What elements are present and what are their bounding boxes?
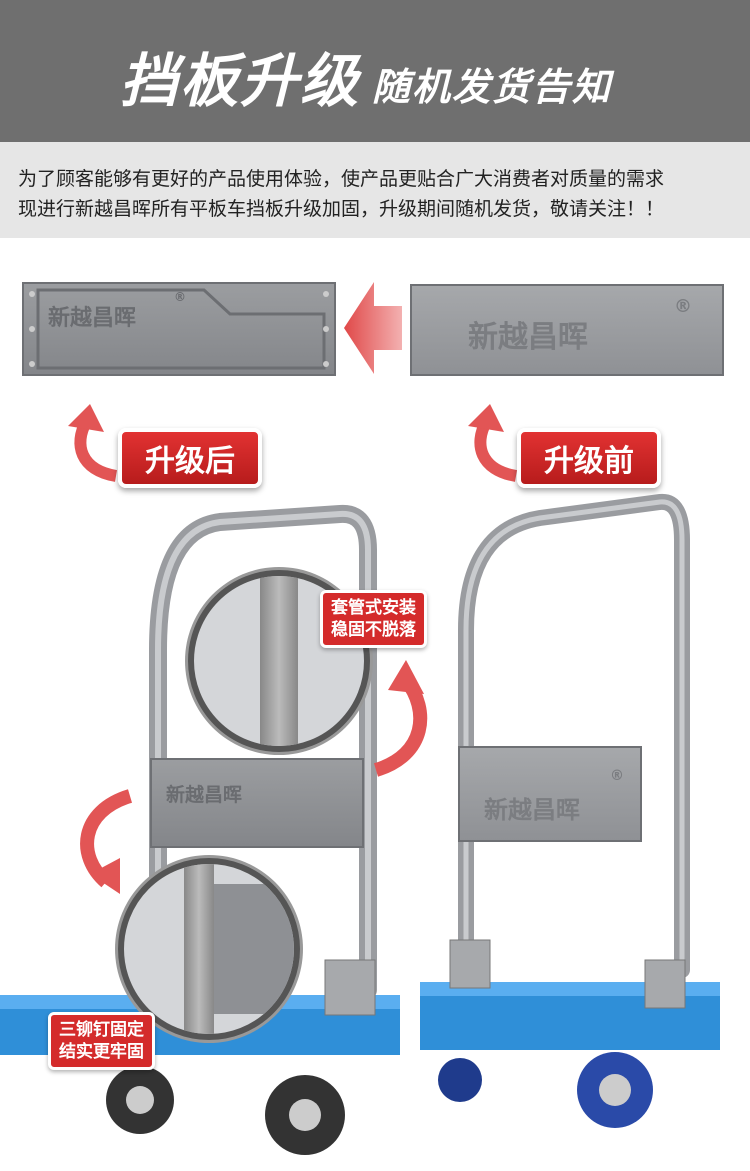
intro-line-1: 为了顾客能够有更好的产品使用体验，使产品更贴合广大消费者对质量的需求 [18, 168, 665, 190]
intro-notice: 为了顾客能够有更好的产品使用体验，使产品更贴合广大消费者对质量的需求 现进行新越… [0, 142, 750, 238]
header-subtitle: 随机发货告知 [372, 65, 613, 109]
before-badge: 升级前 [517, 428, 661, 488]
cart-old-registered-mark: ® [610, 768, 624, 784]
sleeve-label-line-1: 套管式安装 [331, 598, 416, 618]
rivet-panel [214, 884, 294, 1014]
sleeve-label: 套管式安装 稳固不脱落 [320, 590, 427, 648]
registered-mark: ® [174, 290, 186, 304]
rivet-label: 三铆钉固定 结实更牢固 [48, 1012, 155, 1070]
curved-arrow-icon [468, 404, 518, 482]
sleeve-label-line-2: 稳固不脱落 [331, 620, 416, 640]
upgraded-panel-image: 新越昌晖 ® [22, 282, 336, 376]
curved-arrow-icon [80, 789, 133, 894]
cart-old-panel: 新越昌晖 ® [458, 746, 642, 842]
panel-bevel-shape [29, 288, 329, 370]
old-cart-illustration [420, 493, 720, 1128]
after-badge: 升级后 [118, 428, 262, 488]
old-panel-image: 新越昌晖 ® [410, 284, 724, 376]
cart-old-logo-text: 新越昌晖 [484, 796, 580, 824]
cart-panel-logo-text: 新越昌晖 [166, 784, 243, 806]
header-title: 挡板升级 [120, 47, 361, 115]
panel-logo-text: 新越昌晖 [48, 306, 137, 331]
curved-arrow-icon [68, 404, 118, 482]
header-banner: 挡板升级 随机发货告知 [0, 0, 750, 142]
old-registered-mark: ® [674, 296, 692, 317]
sleeve-tube [260, 576, 298, 746]
old-panel-logo-text: 新越昌晖 [468, 320, 588, 355]
rivet-label-line-2: 结实更牢固 [59, 1042, 144, 1062]
cart-upgraded-panel: 新越昌晖 [150, 758, 364, 848]
rivet-tube [184, 864, 214, 1034]
sleeve-detail-magnifier [188, 570, 370, 752]
rivet-detail-magnifier [118, 858, 300, 1040]
rivet-label-line-1: 三铆钉固定 [59, 1020, 144, 1040]
curved-arrow-icon [373, 660, 428, 777]
intro-line-2: 现进行新越昌晖所有平板车挡板升级加固，升级期间随机发货，敬请关注！！ [18, 198, 665, 220]
arrow-left-icon [344, 282, 402, 374]
